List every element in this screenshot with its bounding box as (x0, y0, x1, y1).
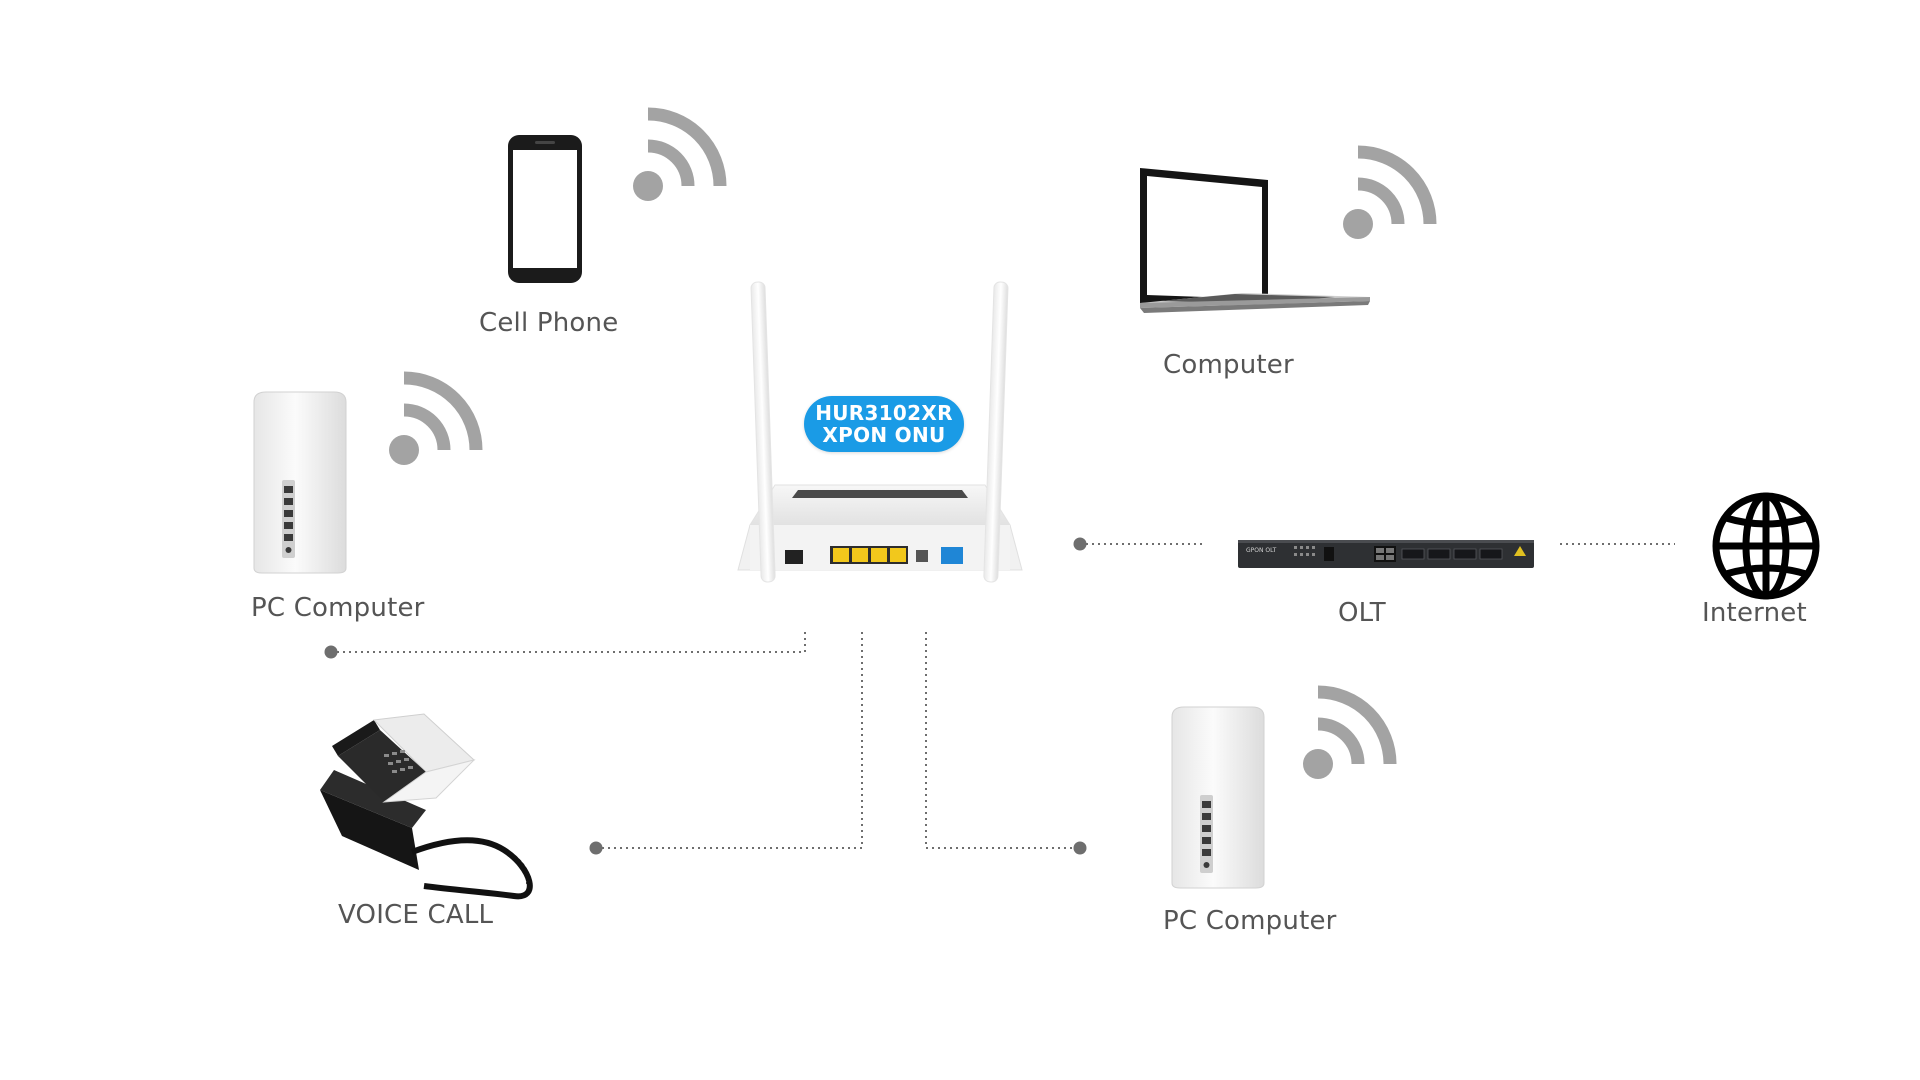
line-end-dot (1073, 841, 1087, 855)
olt-switch-icon: GPON OLT (1238, 540, 1534, 568)
wifi-signal-icon (1343, 145, 1437, 239)
mesh-router-icon (1171, 706, 1265, 889)
smartphone-icon (508, 135, 582, 283)
line-end-dot (589, 841, 603, 855)
wifi-signal-icon (1303, 685, 1397, 779)
desk-phone-icon (320, 713, 533, 900)
label-voice-call: VOICE CALL (338, 900, 494, 930)
label-internet: Internet (1702, 598, 1807, 628)
line-end-dot (324, 645, 338, 659)
device-type: XPON ONU (822, 423, 946, 447)
onu-router-icon (737, 281, 1023, 583)
wifi-signal-icon (633, 107, 727, 201)
mesh-router-icon (253, 391, 347, 574)
olt-brand-text: GPON OLT (1246, 547, 1277, 554)
globe-icon (1712, 492, 1820, 600)
label-olt: OLT (1338, 598, 1386, 628)
line-onu-pc-left (331, 630, 806, 653)
wifi-signal-icon (389, 371, 483, 465)
label-pc-computer-left: PC Computer (251, 593, 425, 623)
label-cell-phone: Cell Phone (479, 308, 619, 338)
device-model-badge: HUR3102XR XPON ONU (804, 396, 964, 452)
line-end-dot (1073, 537, 1087, 551)
label-computer: Computer (1163, 350, 1294, 380)
laptop-icon (1140, 168, 1370, 313)
device-model: HUR3102XR (815, 401, 953, 425)
label-pc-computer-right: PC Computer (1163, 906, 1337, 936)
line-onu-voice (596, 632, 863, 849)
line-onu-pc-right (925, 632, 1080, 849)
